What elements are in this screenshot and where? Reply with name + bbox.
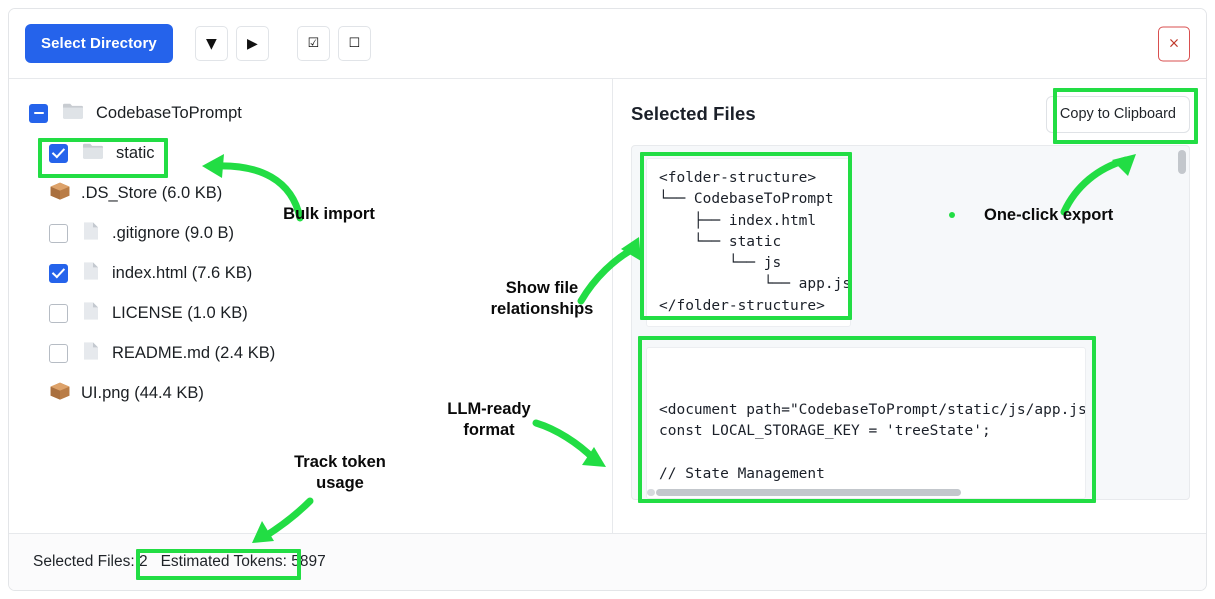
file-tree: CodebaseToPrompt static: [9, 93, 612, 413]
collapse-toggle-icon[interactable]: [29, 103, 48, 123]
folder-icon: [82, 142, 104, 165]
tree-root-label: CodebaseToPrompt: [96, 103, 242, 122]
output-vertical-scrollbar[interactable]: [1178, 150, 1186, 497]
tree-row-index-html[interactable]: index.html (7.6 KB): [29, 253, 612, 293]
main-body: CodebaseToPrompt static: [9, 79, 1206, 533]
tree-item-label: UI.png (44.4 KB): [81, 383, 204, 402]
tree-item-label: .DS_Store (6.0 KB): [81, 183, 223, 202]
output-header: Selected Files Copy to Clipboard: [631, 93, 1190, 135]
status-bar: Selected Files: 2 Estimated Tokens: 5897: [9, 533, 1206, 590]
file-icon: [82, 301, 100, 326]
document-block: <document path="CodebaseToPrompt/static/…: [646, 347, 1086, 499]
estimated-tokens-badge: Estimated Tokens: 5897: [160, 553, 326, 570]
file-icon: [82, 261, 100, 286]
tree-row-license[interactable]: LICENSE (1.0 KB): [29, 293, 612, 333]
deselect-all-checkbox-icon[interactable]: ☐: [337, 26, 371, 61]
tree-row-gitignore[interactable]: .gitignore (9.0 B): [29, 213, 612, 253]
page-title: Selected Files: [631, 103, 756, 124]
tree-toggle-group: ▼ ▶: [194, 26, 269, 61]
file-tree-pane: CodebaseToPrompt static: [9, 79, 613, 533]
package-icon: [49, 381, 71, 406]
app-frame: Select Directory ▼ ▶ ☑ ☐ ×: [8, 8, 1207, 591]
document-code-text: <document path="CodebaseToPrompt/static/…: [659, 401, 1086, 498]
checkbox-license[interactable]: [49, 303, 68, 323]
tree-row-readme[interactable]: README.md (2.4 KB): [29, 333, 612, 373]
tree-row-static[interactable]: static: [29, 133, 612, 173]
checkbox-gitignore[interactable]: [49, 223, 68, 243]
copy-to-clipboard-button[interactable]: Copy to Clipboard: [1045, 95, 1190, 133]
tree-item-label: LICENSE (1.0 KB): [112, 303, 248, 322]
tree-item-label: index.html (7.6 KB): [112, 263, 253, 282]
scrollbar-left-cap: [647, 489, 655, 497]
tree-row-root[interactable]: CodebaseToPrompt: [29, 93, 612, 133]
checkbox-readme[interactable]: [49, 343, 68, 363]
selection-group: ☑ ☐: [296, 26, 371, 61]
checkbox-static[interactable]: [49, 143, 68, 163]
scrollbar-thumb[interactable]: [656, 489, 961, 497]
file-icon: [82, 341, 100, 366]
tree-row-ds-store[interactable]: .DS_Store (6.0 KB): [29, 173, 612, 213]
folder-structure-block: <folder-structure> └── CodebaseToPrompt …: [646, 158, 851, 328]
tree-item-label: README.md (2.4 KB): [112, 343, 276, 362]
output-pane: Selected Files Copy to Clipboard <folder…: [613, 79, 1206, 533]
select-directory-button[interactable]: Select Directory: [25, 24, 173, 63]
scrollbar-thumb[interactable]: [1178, 150, 1186, 174]
folder-icon: [62, 102, 84, 125]
select-all-checkbox-icon[interactable]: ☑: [296, 26, 330, 61]
package-icon: [49, 181, 71, 206]
close-icon[interactable]: ×: [1158, 26, 1190, 61]
document-horizontal-scrollbar[interactable]: [647, 487, 1085, 499]
tree-item-label: .gitignore (9.0 B): [112, 223, 234, 242]
output-scroll-area[interactable]: <folder-structure> └── CodebaseToPrompt …: [631, 145, 1190, 500]
expand-all-icon[interactable]: ▶: [235, 26, 269, 61]
toolbar: Select Directory ▼ ▶ ☑ ☐ ×: [9, 9, 1206, 79]
collapse-all-icon[interactable]: ▼: [194, 26, 228, 61]
selected-files-count: Selected Files: 2: [33, 553, 148, 570]
file-icon: [82, 221, 100, 246]
tree-item-label: static: [116, 143, 155, 162]
checkbox-index-html[interactable]: [49, 263, 68, 283]
tree-row-ui-png[interactable]: UI.png (44.4 KB): [29, 373, 612, 413]
